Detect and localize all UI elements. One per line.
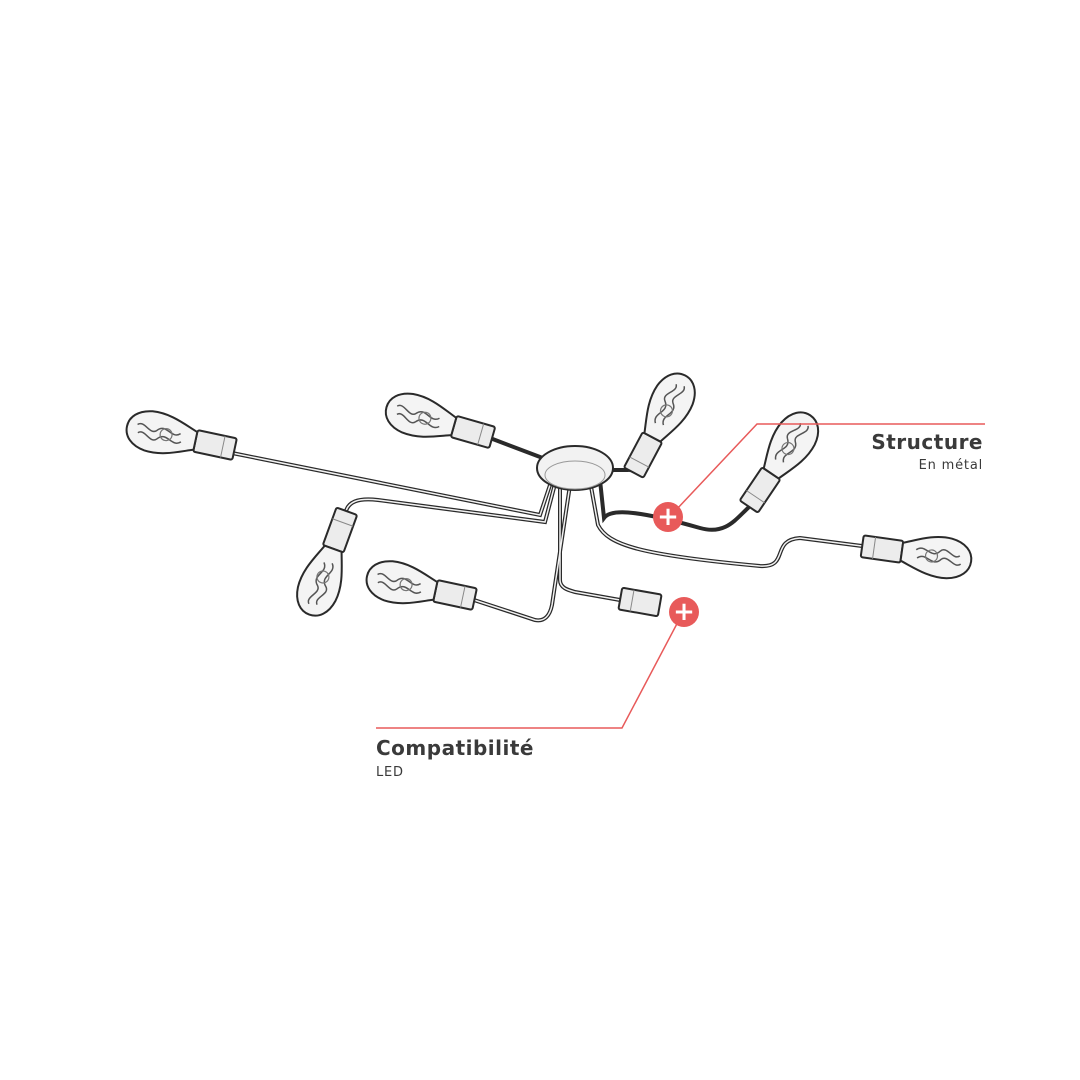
bulb-icon — [361, 555, 478, 612]
leader-line-structure — [675, 423, 985, 511]
compatibility-label: Compatibilité — [376, 736, 534, 760]
plus-icon[interactable]: + — [669, 597, 699, 627]
bulb-icon — [859, 530, 975, 583]
bulb-icon — [622, 364, 705, 479]
bulb-icon — [738, 403, 829, 514]
lamp-canopy — [536, 445, 614, 491]
bulb-icon — [289, 506, 359, 623]
plus-icon[interactable]: + — [653, 502, 683, 532]
leader-line-compatibility — [376, 617, 681, 729]
structure-label: Structure — [871, 430, 983, 454]
compatibility-sublabel: LED — [376, 765, 404, 780]
bulb-icon — [617, 586, 663, 618]
structure-sublabel: En métal — [918, 458, 983, 473]
bulb-icon — [379, 386, 497, 450]
leader-lines — [376, 423, 985, 729]
bulb-icon — [121, 405, 238, 462]
